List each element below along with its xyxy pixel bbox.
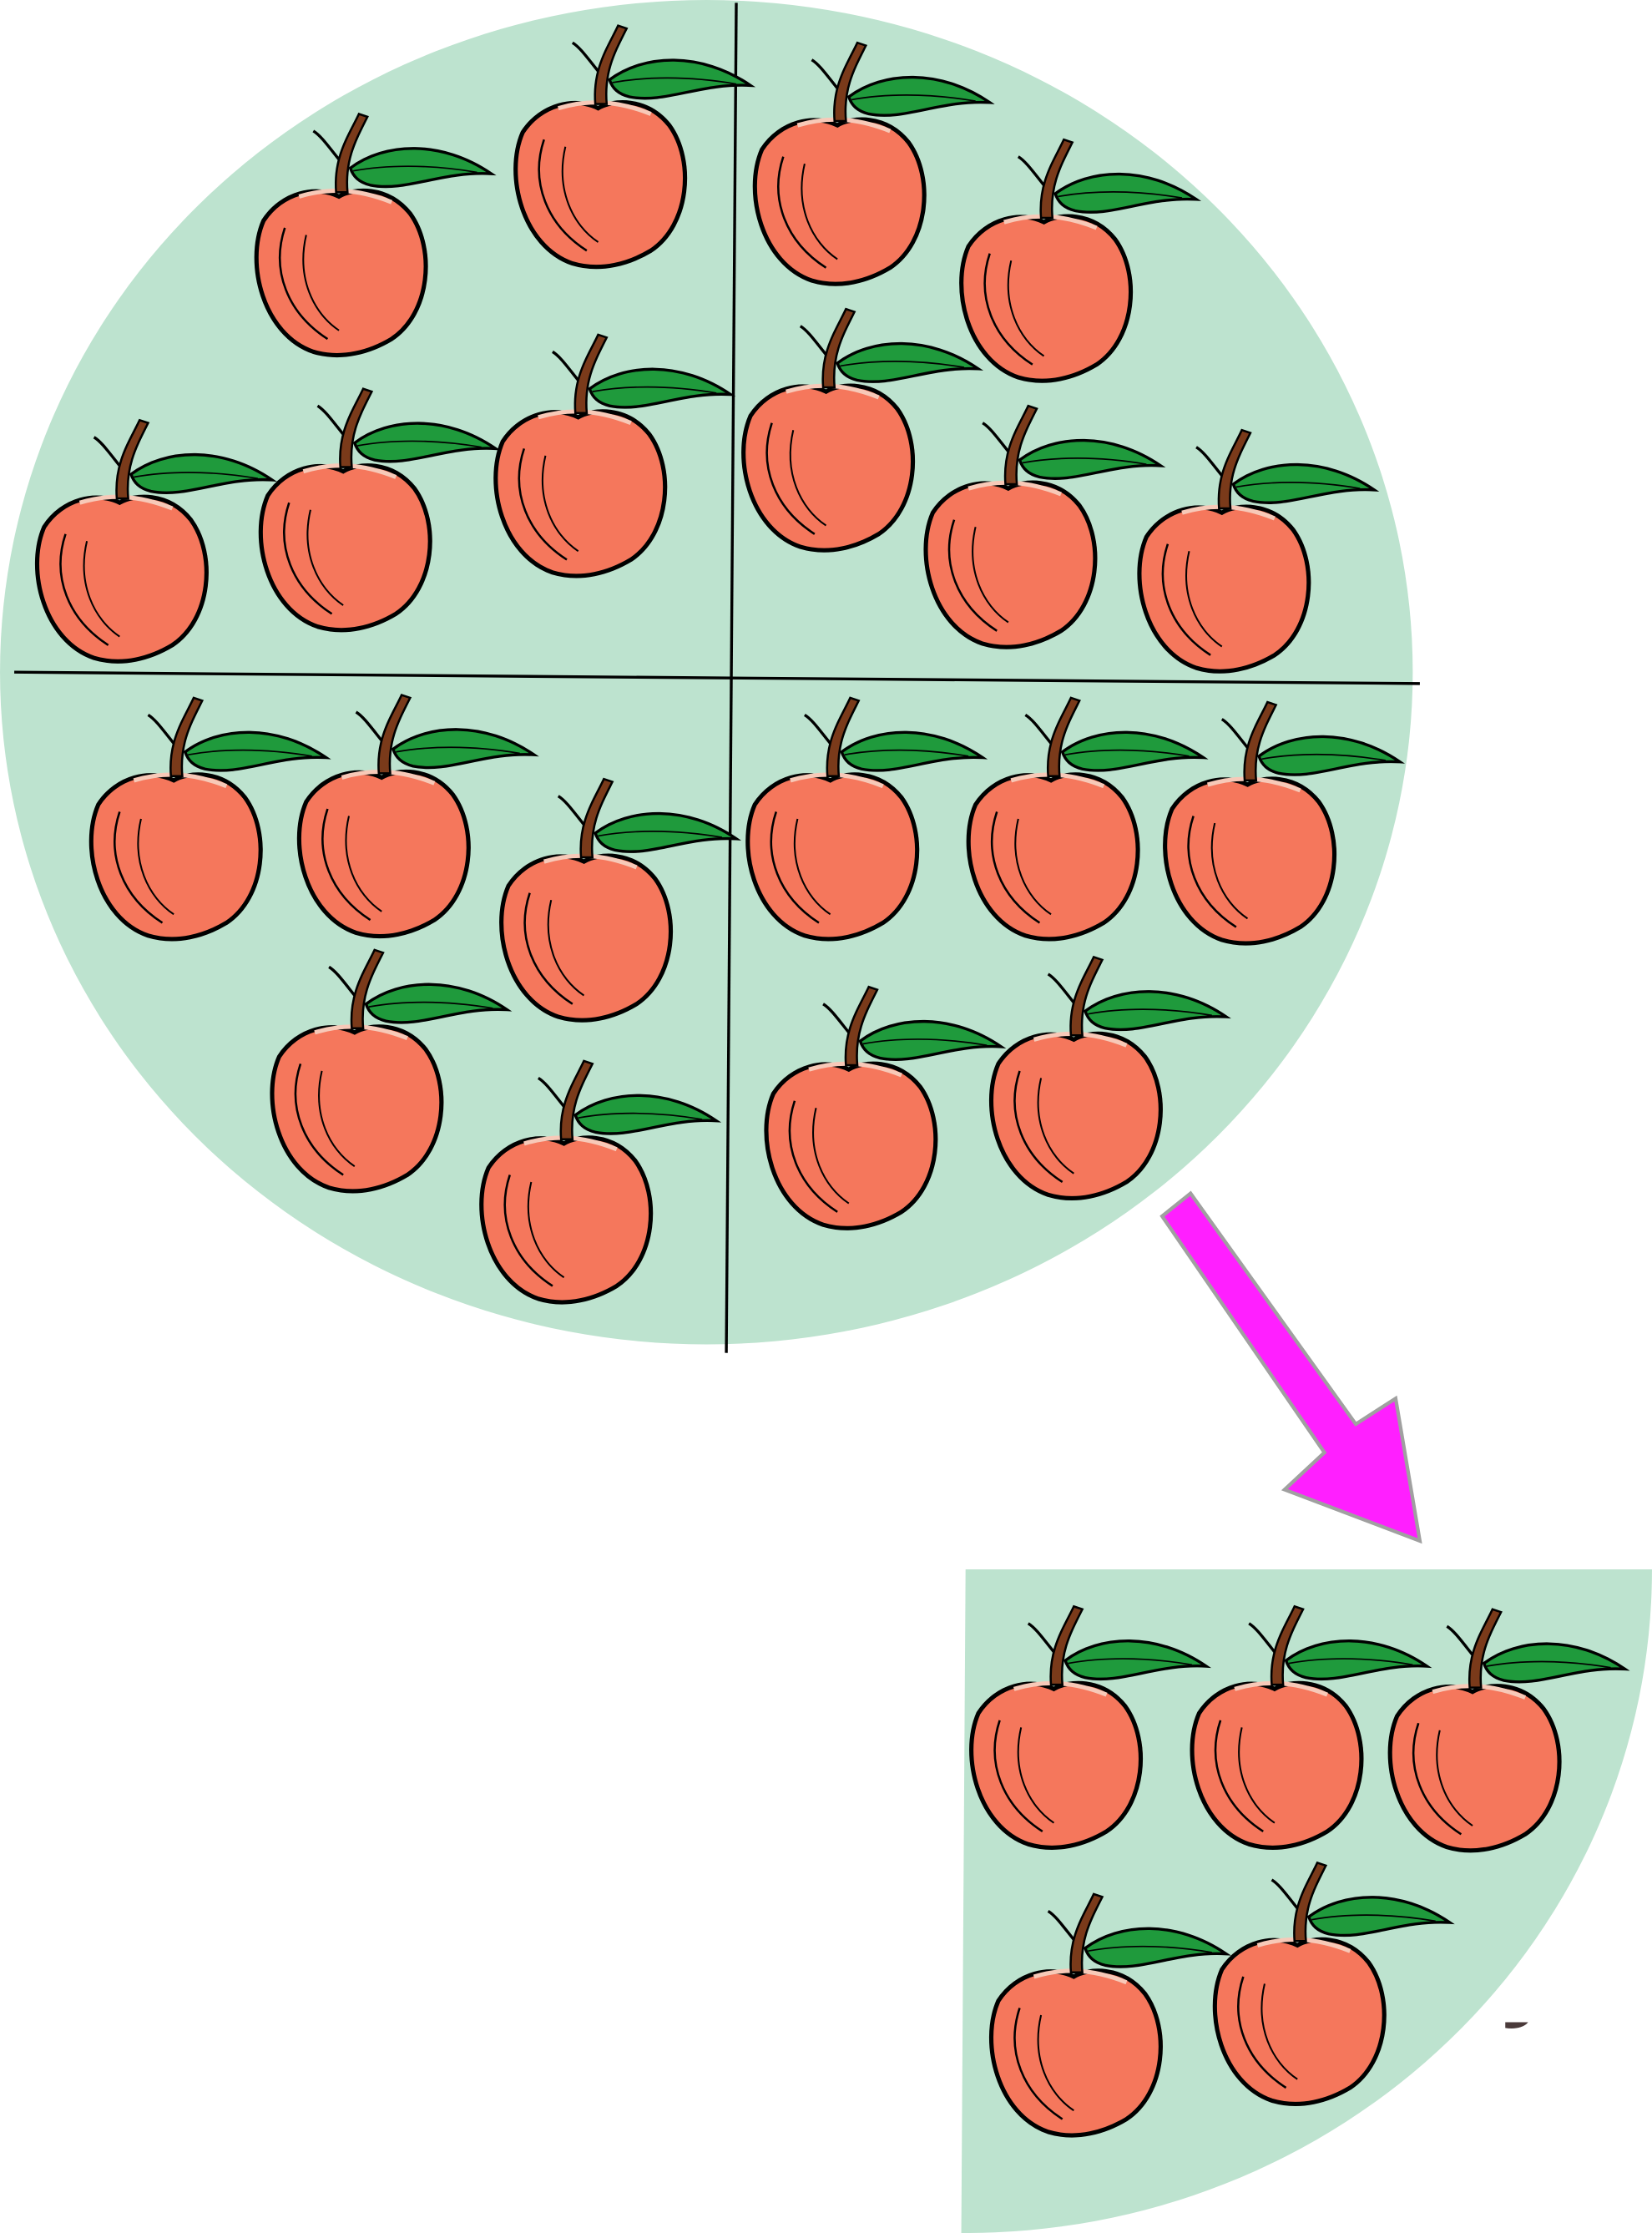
horizontal-divider — [14, 670, 1420, 685]
arrow-icon — [1159, 1190, 1422, 1544]
whole-plate — [0, 0, 1413, 1345]
crumb-mark — [1505, 2022, 1528, 2028]
